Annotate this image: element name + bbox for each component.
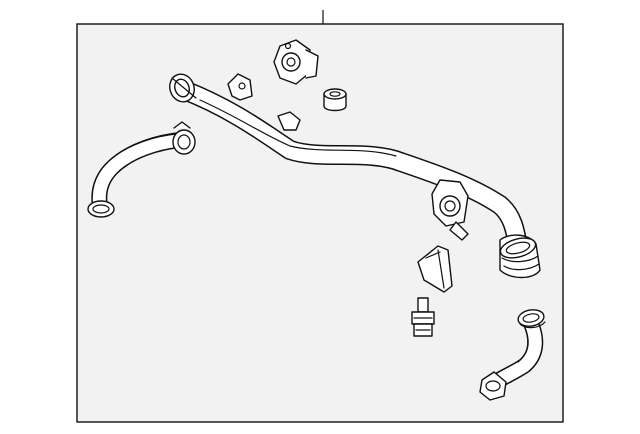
bleeder-fitting[interactable] <box>411 297 435 337</box>
small-grommet[interactable] <box>323 88 347 112</box>
diagram-frame <box>76 23 564 423</box>
outlet-flange[interactable] <box>431 179 469 241</box>
lower-right-hose[interactable] <box>479 308 546 401</box>
main-coolant-pipe[interactable] <box>166 71 541 279</box>
upper-left-hose[interactable] <box>87 121 196 218</box>
bracket-clip[interactable] <box>417 245 453 293</box>
upper-flange-gasket[interactable] <box>273 39 319 85</box>
